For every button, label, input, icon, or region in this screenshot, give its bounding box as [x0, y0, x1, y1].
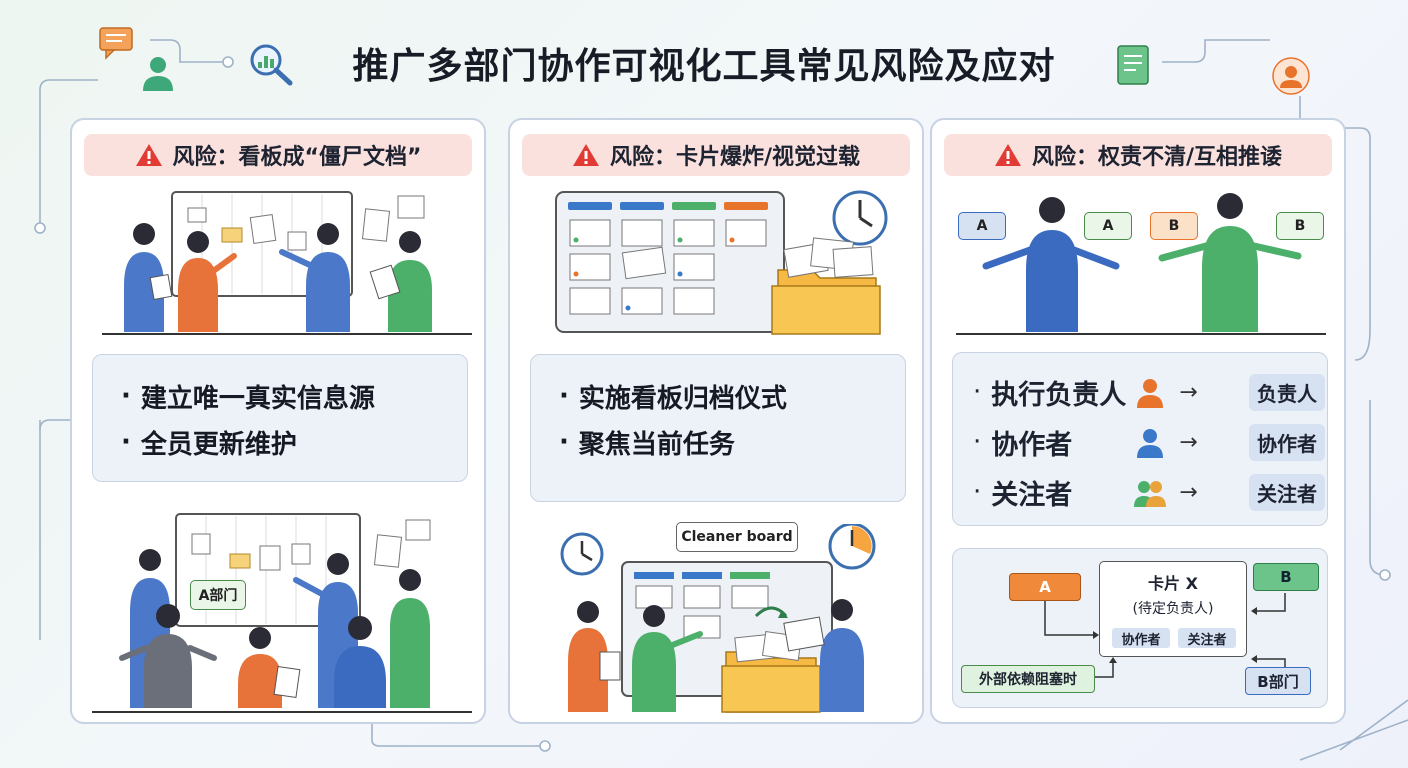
risk-panel-unclear-ownership: 风险：权责不清/互相推诿 A A B B · 执行负责人 → 负责人 · 协作者… — [930, 118, 1346, 724]
speech-bubble-b: B — [1276, 212, 1324, 240]
avatar-icon — [1272, 57, 1310, 95]
chat-icon — [99, 27, 133, 60]
flow-node-dept-b: B部门 — [1245, 667, 1311, 695]
risk-title: 风险：卡片爆炸/视觉过载 — [609, 145, 861, 170]
risk-panel-zombie-doc: 风险：看板成“僵尸文档” ·建立唯一真实信息源 ·全员更新维护 — [70, 118, 486, 724]
archiving-illustration — [560, 524, 876, 713]
role-definition-box: · 执行负责人 → 负责人 · 协作者 → 协作者 · 关注者 → 关注者 — [952, 352, 1328, 526]
card-chip: 协作者 — [1112, 628, 1170, 648]
role-tag: 协作者 — [1249, 423, 1325, 461]
role-row-collaborator: · 协作者 → 协作者 — [973, 419, 1325, 465]
single-person-orange-icon — [1137, 379, 1164, 408]
speech-bubble-a: A — [958, 212, 1006, 240]
document-icon — [1117, 45, 1149, 85]
speech-bubble-b: B — [1150, 212, 1198, 240]
two-people-green-icon — [1134, 481, 1167, 507]
role-tag: 负责人 — [1249, 373, 1325, 411]
single-person-blue-icon — [1137, 429, 1164, 458]
overloaded-board-illustration — [555, 190, 888, 335]
risk-title: 风险：看板成“僵尸文档” — [172, 145, 422, 170]
flow-node-b: B — [1253, 563, 1319, 591]
solution-item: ·实施看板归档仪式 — [559, 381, 787, 414]
warning-icon — [572, 144, 599, 166]
role-tag: 关注者 — [1249, 473, 1325, 511]
speech-bubble: Cleaner board — [676, 522, 798, 552]
responsibility-flow-diagram: A B 卡片 X (待定负责人) 协作者 关注者 外部依赖阻塞时 B部门 — [952, 548, 1328, 708]
blame-shifting-illustration — [956, 193, 1326, 335]
solution-item: ·全员更新维护 — [121, 427, 297, 460]
flow-node-a: A — [1009, 573, 1081, 601]
role-row-watcher: · 关注者 → 关注者 — [973, 469, 1325, 515]
solution-box: ·实施看板归档仪式 ·聚焦当前任务 — [530, 354, 906, 502]
page-title: 推广多部门协作可视化工具常见风险及应对 — [352, 46, 1056, 87]
warning-icon — [994, 144, 1021, 166]
magnifier-chart-icon — [250, 44, 293, 86]
solution-box: ·建立唯一真实信息源 ·全员更新维护 — [92, 354, 468, 482]
team-updating-illustration — [92, 513, 472, 713]
risk-panel-card-overload: 风险：卡片爆炸/视觉过载 ·实施看板归档仪式 ·聚焦当前任务 — [508, 118, 924, 724]
solution-item: ·建立唯一真实信息源 — [121, 381, 375, 414]
risk-title: 风险：权责不清/互相推诿 — [1031, 145, 1283, 170]
risk-header: 风险：看板成“僵尸文档” — [84, 134, 472, 176]
team-at-board-illustration — [102, 191, 472, 335]
warning-icon — [135, 144, 162, 166]
speech-bubble: A部门 — [190, 580, 246, 610]
card-subtitle: (待定负责人) — [1132, 601, 1214, 617]
user-icon — [143, 57, 173, 91]
role-row-owner: · 执行负责人 → 负责人 — [973, 369, 1325, 415]
card-title: 卡片 X — [1148, 574, 1198, 593]
risk-header: 风险：卡片爆炸/视觉过载 — [522, 134, 910, 176]
task-card-x[interactable]: 卡片 X (待定负责人) 协作者 关注者 — [1099, 561, 1247, 657]
flow-node-blocked: 外部依赖阻塞时 — [961, 665, 1095, 693]
header: 推广多部门协作可视化工具常见风险及应对 — [0, 28, 1408, 98]
speech-bubble-a: A — [1084, 212, 1132, 240]
card-chip: 关注者 — [1178, 628, 1236, 648]
solution-item: ·聚焦当前任务 — [559, 427, 735, 460]
risk-header: 风险：权责不清/互相推诿 — [944, 134, 1332, 176]
